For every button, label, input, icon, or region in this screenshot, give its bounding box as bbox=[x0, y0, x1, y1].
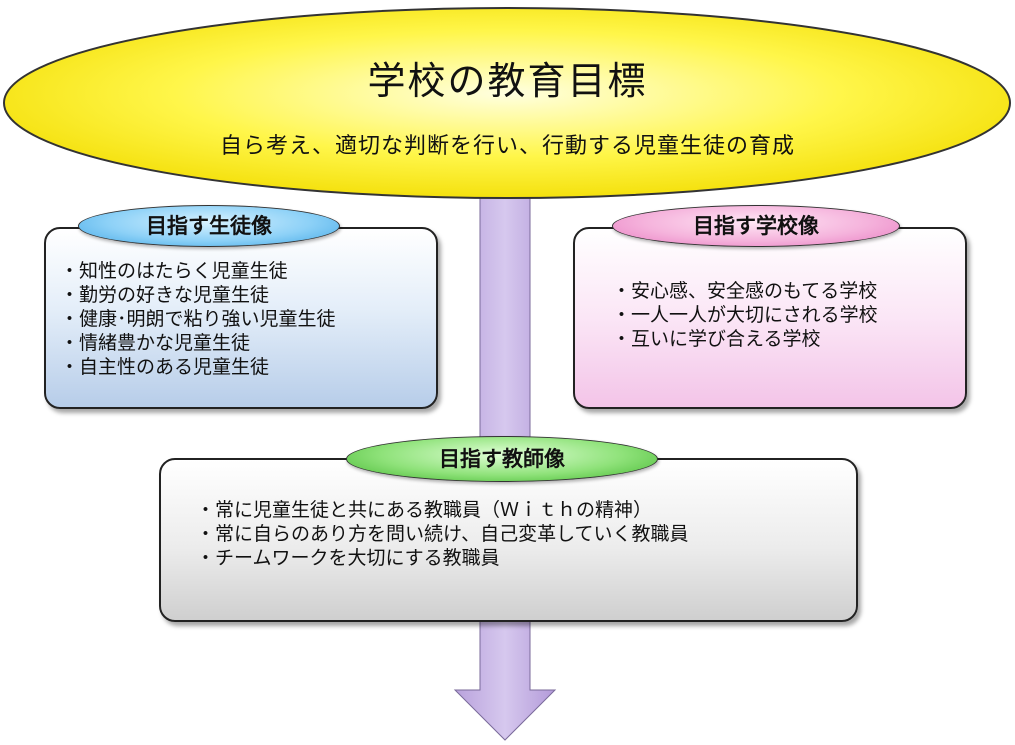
list-item: 情緒豊かな児童生徒 bbox=[60, 331, 336, 355]
teacher-ideal-title: 目指す教師像 bbox=[346, 436, 658, 482]
goal-title: 学校の教育目標 bbox=[367, 59, 648, 103]
student-ideal-list: 知性のはたらく児童生徒 勤労の好きな児童生徒 健康･明朗で粘り強い児童生徒 情緒… bbox=[60, 259, 336, 379]
list-item: 健康･明朗で粘り強い児童生徒 bbox=[60, 307, 336, 331]
list-item: 常に自らのあり方を問い続け、自己変革していく教職員 bbox=[196, 522, 688, 546]
teacher-ideal-list: 常に児童生徒と共にある教職員（Ｗｉｔｈの精神） 常に自らのあり方を問い続け、自己… bbox=[196, 498, 689, 570]
list-item: 一人一人が大切にされる学校 bbox=[612, 303, 878, 327]
list-item: 知性のはたらく児童生徒 bbox=[60, 259, 336, 283]
list-item: 安心感、安全感のもてる学校 bbox=[612, 279, 878, 303]
school-ideal-title: 目指す学校像 bbox=[612, 205, 900, 247]
list-item: 互いに学び合える学校 bbox=[612, 327, 878, 351]
goal-subtitle: 自ら考え、適切な判断を行い、行動する児童生徒の育成 bbox=[219, 134, 795, 159]
list-item: 常に児童生徒と共にある教職員（Ｗｉｔｈの精神） bbox=[196, 498, 689, 522]
goal-ellipse bbox=[3, 7, 1011, 199]
student-ideal-title: 目指す生徒像 bbox=[78, 205, 340, 247]
list-item: チームワークを大切にする教職員 bbox=[196, 546, 689, 570]
list-item: 勤労の好きな児童生徒 bbox=[60, 283, 336, 307]
list-item: 自主性のある児童生徒 bbox=[60, 355, 336, 379]
school-ideal-list: 安心感、安全感のもてる学校 一人一人が大切にされる学校 互いに学び合える学校 bbox=[612, 279, 878, 351]
